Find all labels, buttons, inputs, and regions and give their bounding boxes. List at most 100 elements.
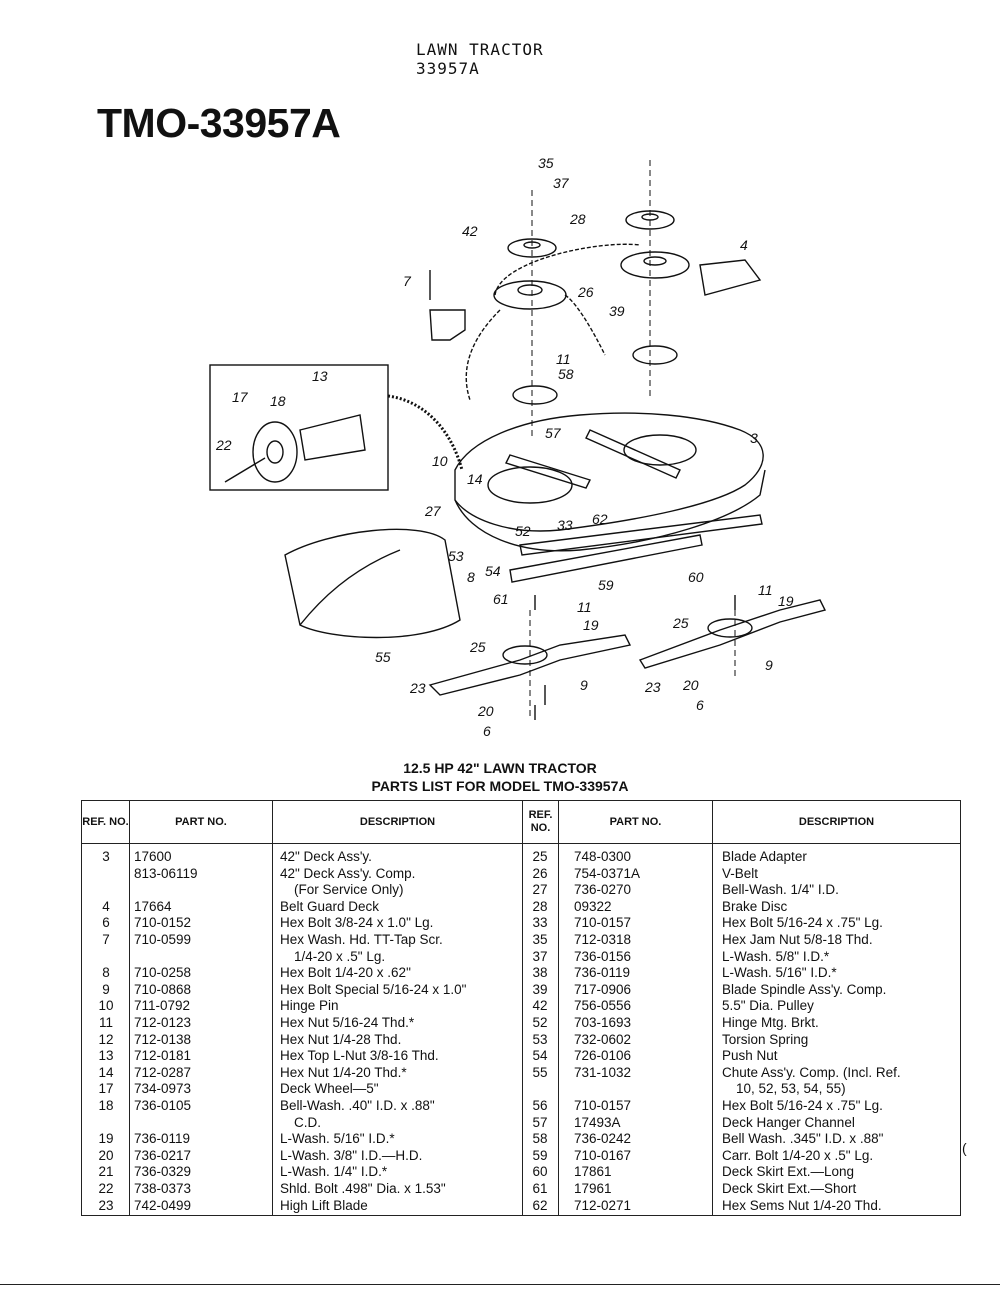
parts-row-ref: 19	[98, 1131, 114, 1147]
edge-mark: (	[962, 1140, 967, 1156]
callout-10: 10	[432, 453, 448, 469]
parts-row-ref: 7	[102, 932, 110, 947]
parts-row-part: 712-0138	[134, 1031, 192, 1047]
parts-row-part: 738-0373	[134, 1181, 192, 1196]
parts-row-part: 736-0270	[574, 882, 632, 898]
parts-row-ref: 60	[532, 1164, 548, 1180]
parts-row-ref: 18	[98, 1098, 114, 1113]
parts-row-desc: Hex Bolt Special 5/16-24 x 1.0"	[280, 981, 467, 997]
callout-59: 59	[598, 577, 614, 593]
callout-19: 19	[583, 617, 599, 633]
callout-3: 3	[750, 430, 758, 446]
parts-row-part: 712-0123	[134, 1015, 192, 1030]
callout-53: 53	[448, 548, 464, 564]
parts-row-part: 17961	[574, 1181, 612, 1196]
parts-row-part: 17600	[134, 849, 172, 864]
parts-row-ref: 20	[98, 1147, 114, 1163]
parts-row-ref: 3	[102, 849, 110, 864]
parts-row-desc: Deck Skirt Ext.—Long	[722, 1164, 855, 1180]
parts-row-ref: 35	[532, 932, 548, 947]
parts-row-part: 17861	[574, 1164, 612, 1180]
parts-row-ref: 22	[98, 1181, 114, 1196]
parts-row-part: 734-0973	[134, 1081, 192, 1097]
callout-55: 55	[375, 649, 391, 665]
callout-27: 27	[424, 503, 442, 519]
parts-row-desc: Hex Bolt 5/16-24 x .75" Lg.	[722, 915, 883, 931]
parts-row-part: 736-0119	[574, 965, 631, 981]
parts-row-ref: 53	[532, 1031, 548, 1047]
callout-4: 4	[740, 237, 748, 253]
parts-row-desc: Blade Spindle Ass'y. Comp.	[722, 981, 887, 997]
parts-row-desc: Torsion Spring	[722, 1031, 809, 1047]
parts-row-desc: Brake Disc	[722, 898, 788, 914]
header-part-left: PART NO.	[175, 815, 227, 828]
parts-table: REF. NO. PART NO. DESCRIPTION REF. NO. P…	[81, 800, 961, 1216]
callout-54: 54	[485, 563, 501, 579]
parts-row-ref: 54	[532, 1048, 548, 1064]
model-title: TMO-33957A	[97, 100, 341, 146]
callout-25b: 25	[672, 615, 689, 631]
parts-row-desc: V-Belt	[722, 865, 759, 881]
parts-row-ref: 42	[532, 998, 548, 1014]
parts-row-desc: Bell-Wash. 1/4" I.D.	[722, 882, 839, 898]
parts-row-part: 756-0556	[574, 998, 632, 1014]
parts-row-part: 09322	[574, 898, 612, 914]
parts-row-desc: Carr. Bolt 1/4-20 x .5" Lg.	[722, 1147, 874, 1163]
header-desc-left: DESCRIPTION	[359, 815, 436, 828]
parts-row-desc: L-Wash. 5/16" I.D.*	[722, 965, 837, 981]
parts-row-ref: 59	[532, 1147, 548, 1163]
parts-row-part: 736-0242	[574, 1131, 632, 1147]
callout-14: 14	[467, 471, 483, 487]
parts-row-part: 710-0157	[574, 915, 632, 931]
parts-row-part: 748-0300	[574, 849, 632, 864]
header-desc-right: DESCRIPTION	[798, 815, 875, 828]
v-belt	[494, 243, 641, 356]
header-part-right: PART NO.	[609, 815, 662, 828]
callout-8: 8	[467, 569, 475, 585]
callout-18: 18	[270, 393, 286, 409]
callout-22: 22	[215, 437, 232, 453]
callout-19b: 19	[778, 593, 794, 609]
parts-row-part: 710-0868	[134, 981, 192, 997]
bottom-rule	[0, 1284, 1000, 1285]
parts-row-ref: 27	[532, 882, 548, 898]
callout-25: 25	[469, 639, 486, 655]
parts-row-part: 710-0157	[574, 1098, 632, 1113]
parts-row-ref: 14	[98, 1064, 114, 1080]
parts-row-ref: 10	[98, 998, 114, 1014]
parts-row-ref: 55	[532, 1064, 548, 1080]
parts-row-desc: Hinge Mtg. Brkt.	[722, 1015, 819, 1030]
parts-row-part: 754-0371A	[574, 865, 641, 881]
parts-row-part: 710-0167	[574, 1147, 632, 1163]
callout-7: 7	[403, 273, 412, 289]
parts-row-desc: (For Service Only)	[294, 882, 404, 898]
callout-61: 61	[493, 591, 509, 607]
parts-row-ref: 28	[532, 898, 548, 914]
callout-26: 26	[577, 284, 594, 300]
parts-row-desc: Deck Skirt Ext.—Short	[722, 1181, 857, 1196]
callout-35: 35	[538, 155, 554, 171]
parts-row-desc: Hex Nut 5/16-24 Thd.*	[280, 1015, 415, 1030]
parts-row-desc: L-Wash. 5/8" I.D.*	[722, 948, 830, 964]
parts-row-desc: Hex Top L-Nut 3/8-16 Thd.	[280, 1048, 439, 1064]
callout-11b: 11	[577, 599, 592, 615]
parts-row-part: 710-0152	[134, 915, 192, 931]
parts-row-part: 710-0599	[134, 932, 192, 947]
parts-row-ref: 25	[532, 849, 548, 864]
parts-row-ref: 23	[98, 1197, 114, 1213]
parts-row-part: 717-0906	[574, 981, 632, 997]
parts-row-part: 736-0105	[134, 1098, 192, 1113]
deck-wheel-inset	[209, 364, 389, 491]
parts-row-desc: 42" Deck Ass'y. Comp.	[280, 865, 416, 881]
callout-9: 9	[580, 677, 588, 693]
parts-row-desc: Hex Bolt 3/8-24 x 1.0" Lg.	[280, 915, 434, 931]
parts-row-desc: Bell-Wash. .40" I.D. x .88"	[280, 1098, 435, 1113]
parts-row-ref: 26	[532, 865, 548, 881]
parts-row-ref: 37	[532, 948, 548, 964]
parts-row-desc: L-Wash. 5/16" I.D.*	[280, 1131, 395, 1147]
parts-row-desc: Shld. Bolt .498" Dia. x 1.53"	[280, 1181, 446, 1196]
parts-list-subheading: PARTS LIST FOR MODEL TMO-33957A	[371, 778, 629, 794]
header-title: LAWN TRACTOR	[416, 40, 544, 59]
callout-9b: 9	[765, 657, 773, 673]
parts-row-ref: 52	[532, 1015, 548, 1030]
